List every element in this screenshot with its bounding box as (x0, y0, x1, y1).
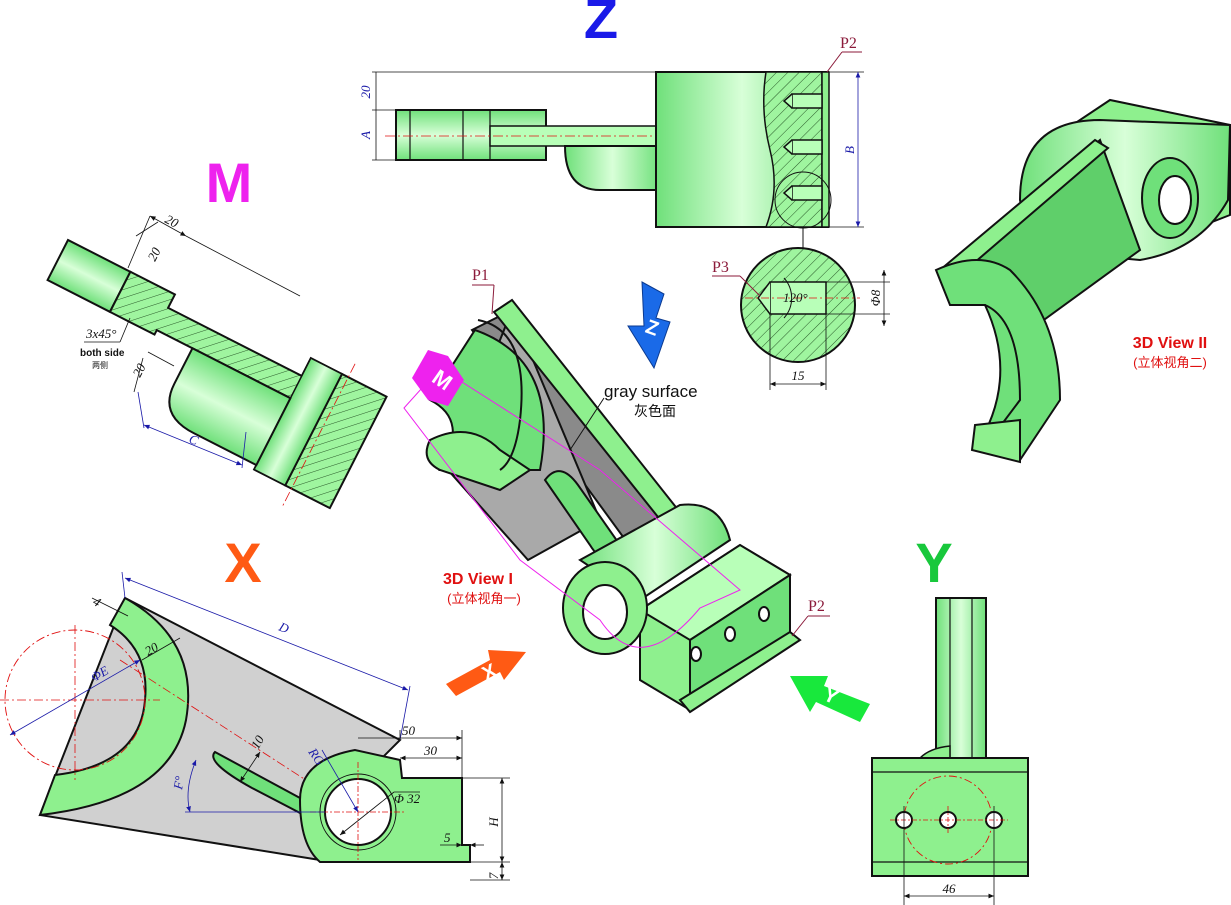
arrow-m: M (412, 350, 464, 406)
m-chamfer: 3x45° (85, 326, 116, 341)
x-view: D 4 20 ΦE 10 F° RG Φ 32 50 30 H (0, 571, 510, 881)
z-dim-20: 20 (358, 85, 373, 99)
view-letter-z: Z (584, 0, 618, 50)
m-dim-20-c: 20 (129, 361, 148, 380)
x-dim-30: 30 (423, 743, 438, 758)
x-dim-32: Φ 32 (394, 791, 421, 806)
iso-view-1-title: 3D View I (443, 571, 513, 588)
arrow-y: Y (790, 676, 870, 722)
detail-dim-15: 15 (792, 368, 806, 383)
m-dim-20-b: 20 (144, 245, 163, 264)
x-dim-5: 5 (444, 830, 451, 845)
y-dim-46: 46 (943, 881, 957, 896)
detail-view: 120° Φ8 15 P3 (712, 247, 890, 390)
detail-angle: 120° (783, 290, 808, 305)
z-dim-a: A (358, 131, 373, 140)
iso-view-1-subtitle: (立体视角一) (447, 591, 521, 606)
z-dim-b: B (842, 146, 857, 154)
x-dim-f: F° (170, 775, 187, 792)
m-both-side-zh: 两侧 (92, 360, 108, 370)
view-letter-y: Y (915, 531, 952, 594)
iso-view-1: P1 P2 gray surface 灰色面 3D View I (立体视角一) (403, 267, 830, 714)
z-view: 20 A 10 B P2 (358, 35, 864, 248)
arrow-z: Z (627, 281, 671, 370)
m-dim-20-a: 20 (163, 211, 182, 230)
gray-surface-label-zh: 灰色面 (634, 403, 676, 419)
arrow-x: X (446, 650, 526, 696)
view-letter-x: X (224, 531, 261, 594)
gray-surface-label: gray surface (604, 382, 698, 401)
detail-label-p3: P3 (712, 259, 729, 276)
iso-label-p1: P1 (472, 267, 489, 284)
iso-view-2-title: 3D View II (1133, 335, 1207, 352)
iso-view-2: 3D View II (立体视角二) (934, 98, 1231, 464)
m-both-side: both side (80, 348, 125, 359)
iso-label-p2: P2 (808, 598, 825, 615)
detail-dia: Φ8 (868, 289, 883, 306)
x-dim-h: H (486, 817, 501, 828)
y-view: 46 (871, 597, 1029, 905)
x-dim-4: 4 (91, 594, 105, 610)
iso-view-2-subtitle: (立体视角二) (1133, 355, 1207, 370)
m-dim-c: C (187, 431, 201, 448)
x-dim-7: 7 (486, 872, 501, 879)
view-letter-m: M (206, 151, 253, 214)
x-dim-d: D (276, 618, 292, 636)
m-view: 20 20 20 C 3x45° both side 两侧 (46, 211, 388, 510)
x-dim-50: 50 (402, 723, 416, 738)
z-label-p2: P2 (840, 35, 857, 52)
